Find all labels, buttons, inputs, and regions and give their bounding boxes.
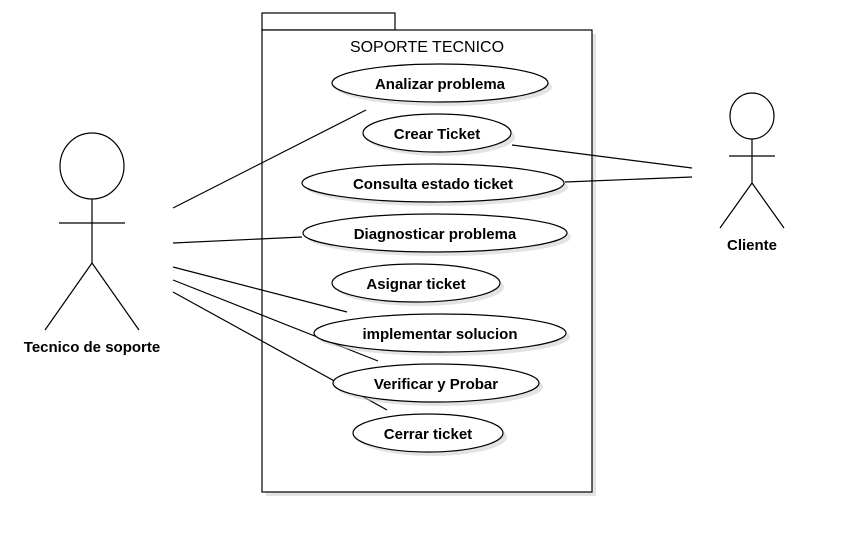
- use-case-diagnosticar-problema[interactable]: Diagnosticar problema: [302, 213, 571, 256]
- use-case-ellipse[interactable]: [313, 313, 567, 353]
- assoc-client-crear: [511, 144, 693, 169]
- actor-label: Tecnico de soporte: [24, 339, 160, 356]
- use-case-label: Cerrar ticket: [384, 426, 472, 443]
- use-case-label: implementar solucion: [362, 326, 517, 343]
- associations: [172, 109, 693, 411]
- assoc-client-consulta: [564, 176, 693, 183]
- actor-label: Cliente: [727, 237, 777, 254]
- use-case-label: Analizar problema: [375, 76, 506, 93]
- use-case-ellipse[interactable]: [331, 263, 501, 303]
- use-case-asignar-ticket[interactable]: Asignar ticket: [331, 263, 504, 306]
- use-case-cerrar-ticket[interactable]: Cerrar ticket: [352, 413, 507, 456]
- assoc-tech-analizar: [172, 109, 367, 209]
- stick-figure-icon: [719, 92, 785, 229]
- stick-figure-icon: [44, 132, 140, 331]
- use-case-ellipse[interactable]: [301, 163, 565, 203]
- use-case-consulta-estado-ticket[interactable]: Consulta estado ticket: [301, 163, 568, 206]
- assoc-tech-implementar: [172, 266, 348, 313]
- system-boundary: SOPORTE TECNICO: [261, 12, 596, 496]
- use-case-label: Crear Ticket: [394, 126, 480, 143]
- use-case-crear-ticket[interactable]: Crear Ticket: [362, 113, 515, 156]
- package-tab: [261, 12, 396, 31]
- actor-tecnico-de-soporte[interactable]: Tecnico de soporte: [24, 132, 160, 356]
- use-case-implementar-solucion[interactable]: implementar solucion: [313, 313, 570, 356]
- use-case-ellipse[interactable]: [362, 113, 512, 153]
- use-case-label: Consulta estado ticket: [353, 176, 513, 193]
- use-case-label: Verificar y Probar: [374, 376, 498, 393]
- use-case-verificar-y-probar[interactable]: Verificar y Probar: [332, 363, 543, 406]
- use-case-ellipse[interactable]: [332, 363, 540, 403]
- use-case-label: Asignar ticket: [366, 276, 465, 293]
- use-case-ellipse[interactable]: [331, 63, 549, 103]
- actor-cliente[interactable]: Cliente: [719, 92, 785, 254]
- use-case-label: Diagnosticar problema: [354, 226, 517, 243]
- assoc-tech-diagnosticar: [172, 236, 303, 244]
- use-case-ellipse[interactable]: [352, 413, 504, 453]
- use-case-ellipse[interactable]: [302, 213, 568, 253]
- system-title: SOPORTE TECNICO: [350, 39, 504, 56]
- use-case-analizar-problema[interactable]: Analizar problema: [331, 63, 552, 106]
